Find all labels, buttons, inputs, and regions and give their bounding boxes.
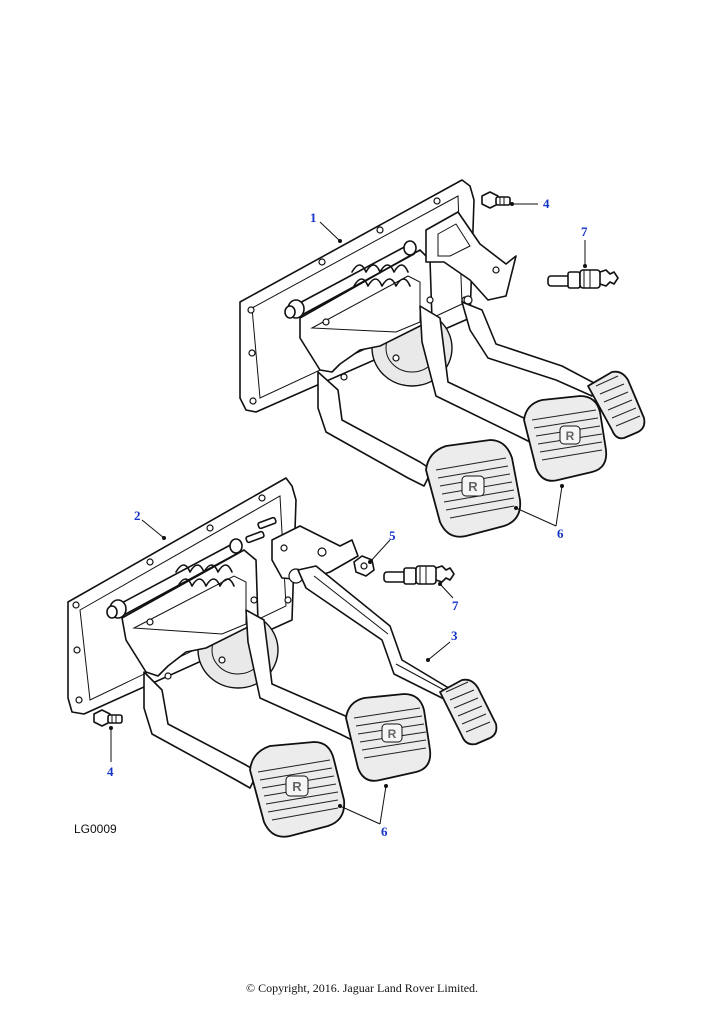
upper-clutch-pad-logo: R (566, 429, 575, 443)
callout-5: 5 (389, 528, 396, 543)
lower-pedal-arm-left (143, 671, 259, 789)
accelerator-pedal-assembly (271, 525, 498, 746)
lower-pedal-arm-middle (245, 609, 363, 743)
callout-1: 1 (310, 210, 317, 225)
callout-7-upper: 7 (581, 224, 588, 239)
callout-4-upper: 4 (543, 196, 550, 211)
upper-stop-light-switch (547, 269, 619, 289)
lower-clutch-pad: R (345, 693, 432, 782)
upper-pivot-shaft (284, 240, 417, 319)
upper-switch-bracket (425, 211, 517, 305)
lower-brake-pad-logo: R (292, 779, 302, 794)
lower-accelerator-pad (439, 678, 498, 746)
lower-stop-light-switch (383, 565, 455, 585)
upper-pedal-arm-left (317, 371, 433, 487)
lower-bolt (93, 709, 123, 727)
upper-pedal-box-assembly: R R (239, 179, 646, 538)
lower-clutch-pad-logo: R (388, 727, 397, 741)
callout-6-upper: 6 (557, 526, 564, 541)
lower-nut (353, 555, 375, 577)
lower-brake-pad: R (249, 741, 346, 838)
callout-2: 2 (134, 508, 141, 523)
upper-clutch-pad: R (523, 395, 608, 482)
upper-pedal-arm-right (461, 301, 597, 397)
figure-id: LG0009 (74, 822, 117, 836)
upper-accelerator-pad (587, 370, 646, 440)
upper-brake-pad-logo: R (468, 479, 478, 494)
upper-brake-pad: R (425, 439, 522, 538)
callout-4-lower: 4 (107, 764, 114, 779)
callout-leaders (109, 202, 587, 825)
lower-studs (245, 516, 277, 544)
callout-3: 3 (451, 628, 458, 643)
copyright-notice: © Copyright, 2016. Jaguar Land Rover Lim… (245, 981, 479, 995)
lower-pivot-shaft (106, 538, 243, 619)
upper-bolt (481, 191, 511, 209)
callout-6-lower: 6 (381, 824, 388, 839)
lower-plate-gasket (79, 495, 287, 701)
callout-7-lower: 7 (452, 598, 459, 613)
